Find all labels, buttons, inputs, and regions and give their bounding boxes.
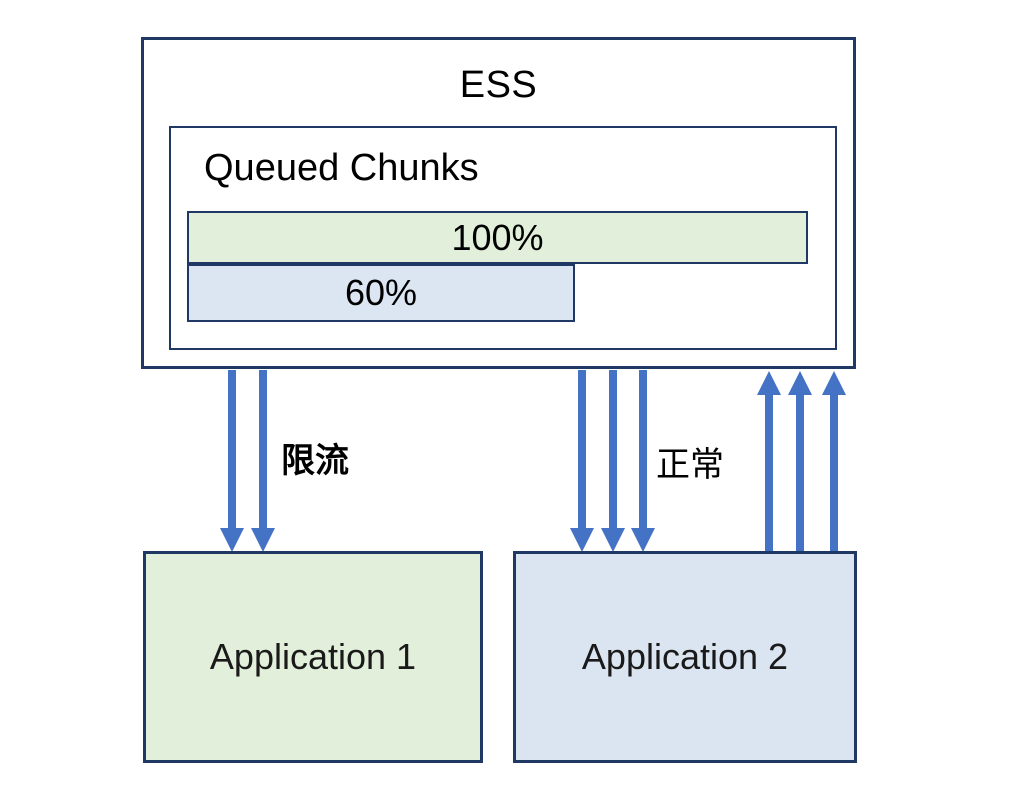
ess-title: ESS (459, 64, 538, 106)
arrow-shaft (765, 393, 773, 553)
arrow-head-icon (251, 528, 275, 552)
application-2-box: Application 2 (513, 551, 857, 763)
arrow-head-icon (822, 371, 846, 395)
down-arrow (601, 370, 625, 552)
throttle-flow-label: 限流 (281, 442, 349, 480)
arrow-shaft (830, 393, 838, 553)
down-arrow (251, 370, 275, 552)
normal-flow-label: 正常 (656, 446, 724, 484)
arrow-head-icon (570, 528, 594, 552)
arrow-shaft (578, 370, 586, 530)
arrow-shaft (639, 370, 647, 530)
arrow-head-icon (631, 528, 655, 552)
up-arrow (788, 371, 812, 553)
arrow-shaft (609, 370, 617, 530)
down-arrow (570, 370, 594, 552)
capacity-bar-60-label: 60% (344, 272, 418, 313)
arrow-shaft (228, 370, 236, 530)
capacity-bar-100-label: 100% (451, 216, 544, 258)
down-arrow (220, 370, 244, 552)
up-arrow (757, 371, 781, 553)
queued-chunks-label: Queued Chunks (204, 147, 479, 189)
arrow-head-icon (757, 371, 781, 395)
application-1-label: Application 1 (209, 636, 417, 677)
arrow-head-icon (220, 528, 244, 552)
arrow-head-icon (601, 528, 625, 552)
capacity-bar-60: 60% (187, 264, 575, 322)
capacity-bar-100: 100% (187, 211, 808, 264)
arrow-head-icon (788, 371, 812, 395)
arrow-shaft (796, 393, 804, 553)
application-1-box: Application 1 (143, 551, 483, 763)
down-arrow (631, 370, 655, 552)
arrow-shaft (259, 370, 267, 530)
application-2-label: Application 2 (581, 636, 789, 677)
up-arrow (822, 371, 846, 553)
